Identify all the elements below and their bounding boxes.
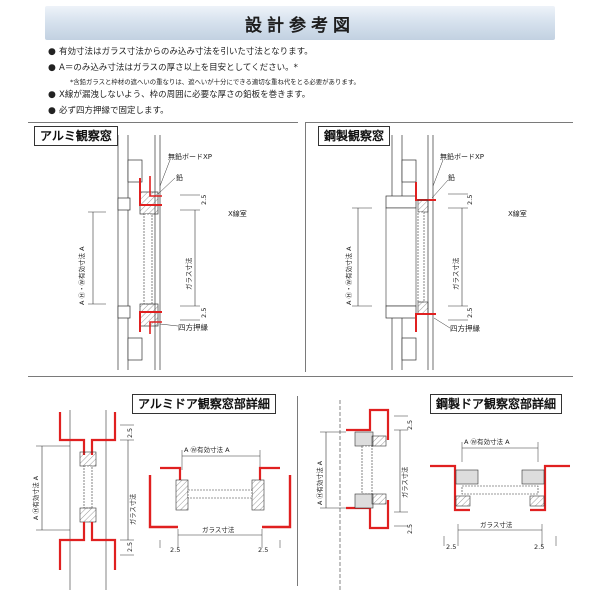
glass-dimension-label: ガラス寸法 — [400, 467, 409, 498]
bullet-icon: ● — [48, 90, 56, 100]
lead-label: 鉛 — [176, 173, 183, 182]
dimension-value: 2.5 — [466, 308, 474, 318]
panel-frame-line — [297, 396, 298, 586]
dimension-value: 2.5 — [446, 543, 456, 551]
glass-dimension-label: ガラス寸法 — [184, 257, 193, 290]
dimension-value: 2.5 — [127, 542, 134, 552]
effective-dimension-label: A Ⓗ有効寸法 A — [31, 475, 40, 520]
panel-frame-line — [305, 122, 573, 123]
effective-dimension-label: A Ⓗ・Ⓦ有効寸法 A — [344, 246, 353, 305]
effective-dimension-label: A Ⓗ・Ⓦ有効寸法 A — [77, 246, 86, 305]
alu-door-drawing: A Ⓗ有効寸法 A ガラス寸法 2.5 2.5 A Ⓦ有効寸法 A ガラス寸法 … — [31, 410, 292, 590]
panel-frame-line — [28, 122, 298, 123]
dimension-value: 2.5 — [200, 195, 208, 205]
molding-label: 四方押縁 — [178, 322, 208, 332]
note-item: ●X線が漏洩しないよう、枠の周囲に必要な厚さの鉛板を巻きます。 — [48, 88, 568, 104]
dimension-value: 2.5 — [534, 543, 544, 551]
lead-label: 鉛 — [448, 173, 455, 182]
room-label: X線室 — [508, 209, 527, 218]
dimension-value: 2.5 — [466, 195, 474, 205]
dimension-value: 2.5 — [200, 308, 208, 318]
panel-title-steel-window: 鋼製観察窓 — [318, 126, 391, 146]
dimension-value: 2.5 — [127, 428, 134, 438]
glass-width-label: ガラス寸法 — [202, 525, 235, 534]
bullet-icon: ● — [48, 62, 56, 73]
glass-width-label: ガラス寸法 — [480, 520, 513, 529]
note-item: ●必ず四方押縁で固定します。 — [48, 104, 568, 120]
dimension-value: 2.5 — [170, 546, 180, 554]
panel-title-alu-door: アルミドア観察窓部詳細 — [132, 394, 276, 414]
notes-list: ●有効寸法はガラス寸法からのみ込み寸法を引いた寸法となります。 ●A＝のみ込み寸… — [48, 45, 568, 119]
dimension-value: 2.5 — [258, 546, 268, 554]
glass-dimension-label: ガラス寸法 — [128, 494, 137, 525]
steel-window-drawing: 無鉛ボードXP 鉛 X線室 四方押縁 A Ⓗ・Ⓦ有効寸法 A ガラス寸法 2.5… — [344, 135, 527, 370]
dimension-value: 2.5 — [407, 524, 414, 534]
steel-door-drawing: A Ⓗ有効寸法 A ガラス寸法 2.5 2.5 A Ⓦ有効寸法 A ガラス寸法 … — [315, 400, 570, 590]
panel-frame-line — [305, 122, 306, 372]
alu-window-drawing: 無鉛ボードXP 鉛 X線室 四方押縁 A Ⓗ・Ⓦ有効寸法 A ガラス寸法 2.5… — [77, 135, 247, 370]
note-item: ●A＝のみ込み寸法はガラスの厚さ以上を目安としてください。* — [48, 61, 568, 77]
molding-label: 四方押縁 — [450, 323, 480, 333]
page-title-bar: 設計参考図 — [45, 6, 555, 40]
note-item: ●有効寸法はガラス寸法からのみ込み寸法を引いた寸法となります。 — [48, 45, 568, 61]
room-label: X線室 — [228, 209, 247, 218]
board-label: 無鉛ボードXP — [440, 152, 484, 161]
panel-title-steel-door: 鋼製ドア観察窓部詳細 — [430, 394, 563, 414]
page-title: 設計参考図 — [245, 15, 355, 36]
panel-frame-line — [28, 376, 573, 377]
effective-dimension-label: A Ⓗ有効寸法 A — [315, 460, 324, 505]
dimension-value: 2.5 — [407, 420, 414, 430]
bullet-icon: ● — [48, 47, 56, 57]
panel-title-alu-window: アルミ観察窓 — [34, 126, 118, 146]
board-label: 無鉛ボードXP — [168, 152, 212, 161]
note-footnote: *含鉛ガラスと枠材の遮へいの重なりは、遮へいが十分にできる適切な重ね代をとる必要… — [70, 78, 360, 86]
bullet-icon: ● — [48, 105, 56, 116]
glass-dimension-label: ガラス寸法 — [451, 257, 460, 290]
effective-width-label: A Ⓦ有効寸法 A — [464, 437, 510, 446]
effective-width-label: A Ⓦ有効寸法 A — [184, 445, 230, 454]
